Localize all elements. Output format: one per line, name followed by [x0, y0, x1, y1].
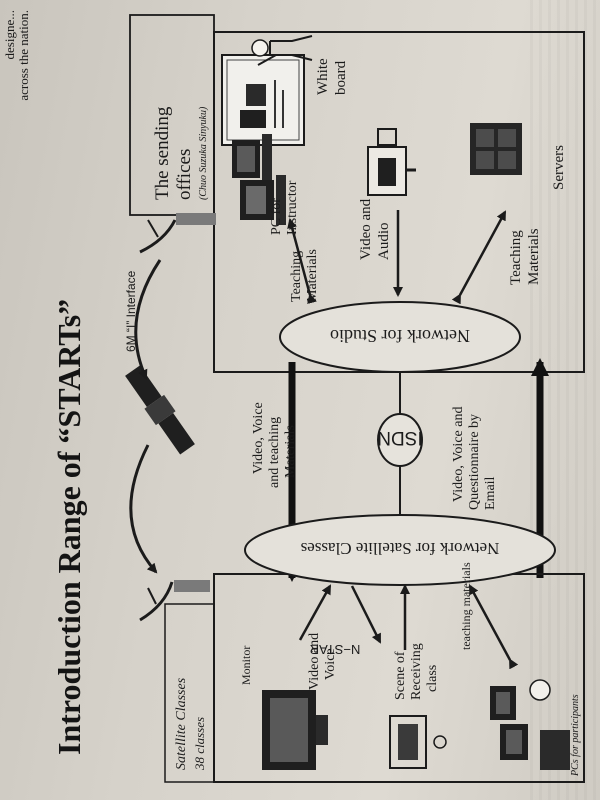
- page-fragment-2: across the nation.: [16, 10, 31, 101]
- uplink-curve: [134, 259, 162, 380]
- whiteboard-icon: [221, 54, 305, 146]
- servers-label: Servers: [551, 145, 567, 190]
- uplink-dish-icon: [139, 213, 216, 254]
- teaching-materials-sc-label: teaching materials: [459, 562, 473, 650]
- downlink-dish-icon: [139, 580, 210, 622]
- scene-label-2: Receiving: [409, 643, 424, 700]
- pcs-participants-label: PCs for participants: [570, 694, 581, 777]
- white-board-label-1: White: [315, 58, 331, 95]
- sending-offices-label-1: The sending: [152, 106, 173, 200]
- diagram-title: Introduction Range of “STARTs”: [51, 299, 87, 755]
- teaching-materials-2-label-2: Materials: [526, 228, 542, 285]
- video-audio-label-2: Audio: [376, 223, 392, 261]
- uplink-label-3: Email: [483, 476, 498, 510]
- teaching-materials-1-label-2: Materials: [305, 249, 320, 302]
- satellite-classes-header-box: [164, 603, 215, 783]
- instructor-figure-icon: [251, 35, 313, 66]
- sending-offices-box: [129, 14, 215, 216]
- scene-label-3: class: [425, 665, 440, 692]
- participant-pcs-icon: [490, 679, 570, 770]
- monitor-icon: [262, 690, 328, 770]
- servers-network-arrow: [451, 210, 507, 305]
- page-fragment-1: designe...: [2, 10, 17, 59]
- monitor-out-arrow: [350, 585, 382, 644]
- network-for-studio-label: Network for Studio: [330, 326, 470, 346]
- monitor-label: Monitor: [239, 646, 253, 685]
- white-board-label-2: board: [333, 60, 349, 95]
- classroom-scene-icon: [389, 715, 447, 769]
- teaching-materials-2-label-1: Teaching: [508, 230, 524, 285]
- sending-offices-sublabel: (Chuo Suzuka Sinyuku): [198, 106, 209, 200]
- video-voice-label-1: Video and: [307, 633, 322, 690]
- pcs-network-arrow: [468, 584, 519, 670]
- isdn-node: [377, 413, 423, 467]
- downlink-label-2: and teaching: [267, 417, 282, 488]
- video-audio-label-1: Video and: [358, 198, 374, 260]
- downlink-label-1: Video, Voice: [251, 402, 266, 474]
- downlink-label-3: Materials: [283, 425, 298, 478]
- satellite-label: N−STAR: [310, 642, 361, 657]
- satellite-classes-title: Satellite Classes: [174, 677, 189, 770]
- downlink-curve: [129, 444, 158, 574]
- scene-label-1: Scene of: [393, 651, 408, 700]
- satellite-icon: [125, 365, 195, 455]
- pc-instructor-label-1: PC for: [269, 198, 284, 235]
- video-camera-icon: [367, 128, 416, 196]
- satellite-classes-count: 38 classes: [192, 717, 207, 771]
- uplink-label-2: Questionnaire by: [467, 414, 482, 510]
- isdn-label: ISDN: [377, 427, 422, 448]
- uplink-label-1: Video, Voice and: [451, 407, 466, 502]
- interface-label-horizontal: 6M “I” Interface: [124, 270, 138, 352]
- sending-offices-label-2: offices: [174, 149, 195, 200]
- teaching-materials-1-label-1: Teaching: [289, 251, 304, 302]
- servers-icon: [470, 123, 522, 175]
- pc-network-arrow: [287, 218, 317, 305]
- video-voice-label-2: Voice: [323, 648, 338, 680]
- network-for-satellite-classes-label: Network for Satellite Classes: [301, 539, 500, 558]
- instructor-pc-icon: [232, 134, 286, 225]
- monitor-in-arrow: [298, 584, 332, 641]
